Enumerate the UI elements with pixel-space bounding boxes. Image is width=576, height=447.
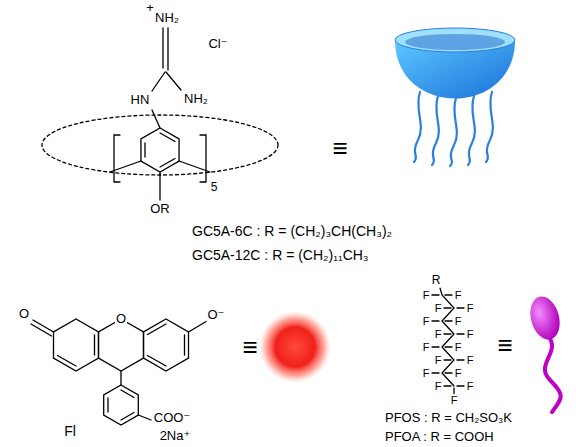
fluorine-atom: F — [466, 380, 475, 392]
fluorine-atom: F — [466, 328, 475, 340]
atom-label: HN — [130, 93, 151, 107]
atom-label: O — [115, 312, 127, 326]
cf-bond — [445, 346, 452, 347]
macrocycle-ring — [42, 115, 278, 175]
fluorine-atom: F — [450, 394, 459, 406]
fluorine-atom: F — [454, 341, 463, 353]
compound-label: PFOA : R = COOH — [385, 430, 494, 444]
counter-ion: 2Na⁺ — [159, 429, 192, 443]
surfactant-icon — [526, 293, 564, 412]
atom-label: NH₂ — [154, 11, 180, 25]
repeat-bracket — [114, 135, 120, 182]
cf-bond — [457, 359, 464, 360]
atom-label: OR — [149, 202, 171, 216]
cf-bond — [432, 320, 439, 321]
cf-bond — [444, 359, 451, 360]
compound-label: GC5A-6C : R = (CH₂)₃CH(CH₃)₂ — [192, 224, 392, 239]
fluorine-atom: F — [466, 354, 475, 366]
fluorescein-structure — [31, 319, 207, 425]
fluorine-atom: F — [454, 289, 463, 301]
cf-bond — [457, 307, 464, 308]
atom-label: R — [431, 274, 442, 287]
cf-bond — [432, 294, 439, 295]
fluorine-atom: F — [434, 354, 443, 366]
cf-bond — [445, 294, 452, 295]
fluorophore-icon — [259, 311, 331, 383]
fluorine-atom: F — [434, 328, 443, 340]
fluorine-atom: F — [422, 315, 431, 327]
fluorine-atom: F — [422, 289, 431, 301]
cf-bond — [444, 385, 451, 386]
cf-bond — [432, 346, 439, 347]
fluorine-atom: F — [422, 367, 431, 379]
counter-ion: Cl⁻ — [207, 37, 228, 51]
compound-label: GC5A-12C : R = (CH₂)₁₁CH₃ — [192, 248, 369, 263]
atom-label: COO⁻ — [153, 411, 191, 425]
fluorine-atom: F — [454, 315, 463, 327]
fluorine-atom: F — [434, 380, 443, 392]
compound-label: Fl — [64, 424, 76, 439]
atom-label: NH₂ — [183, 92, 209, 106]
cf-bond — [457, 333, 464, 334]
atom-label: O — [18, 307, 30, 321]
cup-icon — [395, 28, 515, 166]
perfluoro-chain — [432, 288, 464, 394]
cf-bond — [445, 320, 452, 321]
cf-bond — [444, 307, 451, 308]
atom-label: O⁻ — [207, 308, 226, 322]
repeat-count: 5 — [210, 181, 219, 194]
equivalence-sign: ≡ — [497, 331, 512, 360]
calixarene-structure — [42, 28, 278, 200]
compound-label: PFOS : R = CH₂SO₃K — [385, 411, 512, 425]
benzene-ring — [141, 128, 179, 172]
equivalence-sign: ≡ — [332, 134, 347, 163]
fluorine-atom: F — [454, 367, 463, 379]
equivalence-sign: ≡ — [242, 333, 257, 362]
fluorine-atom: F — [422, 341, 431, 353]
fluorine-atom: F — [434, 302, 443, 314]
cf-bond — [457, 385, 464, 386]
cf-bond — [432, 372, 439, 373]
cf-bond — [445, 372, 452, 373]
repeat-bracket — [200, 135, 206, 182]
fluorine-atom: F — [466, 302, 475, 314]
cf-bond — [444, 333, 451, 334]
